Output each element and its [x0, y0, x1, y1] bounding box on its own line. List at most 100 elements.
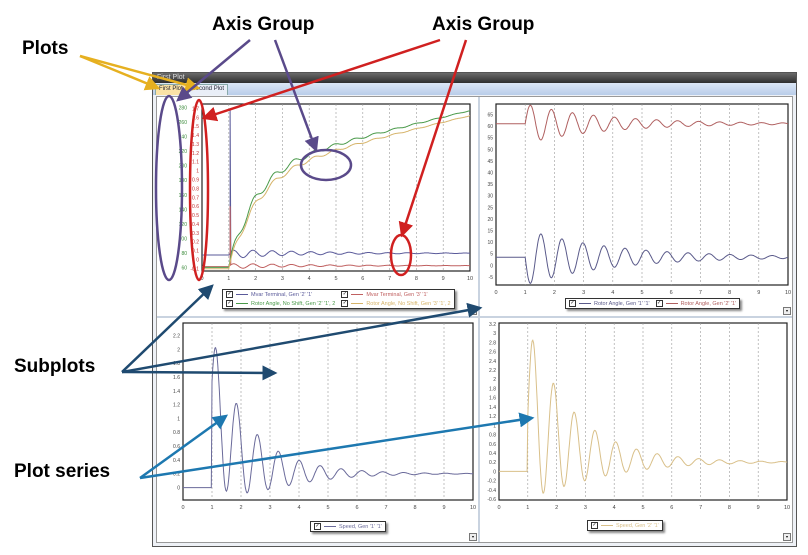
y-tick-label: 5 [490, 252, 493, 258]
y-tick-label: 1.6 [192, 115, 199, 121]
x-tick-label: 10 [785, 290, 791, 296]
legend-label: Rotor Angle, Gen '1' '1' [594, 300, 650, 307]
y-tick-label: 1.5 [192, 124, 199, 130]
series-line [496, 233, 789, 285]
series-visible-checkbox[interactable]: ✓ [314, 523, 321, 530]
series-visible-checkbox[interactable]: ✓ [226, 300, 233, 307]
y-tick-label: 1 [196, 169, 199, 175]
axis-group-1-arrows [154, 39, 353, 282]
y-tick-label: -0.2 [487, 479, 496, 485]
y-tick-label: 65 [487, 112, 493, 118]
legend-item[interactable]: ✓ Rotor Angle, Gen '1' '1' [569, 300, 650, 307]
y-tick-label: 0 [490, 263, 493, 269]
series-line [183, 346, 473, 494]
y-tick-label: 0.2 [489, 460, 496, 466]
series-visible-checkbox[interactable]: ✓ [341, 291, 349, 298]
y-tick-label: 3.2 [489, 322, 496, 328]
series-line [496, 104, 789, 141]
y-tick-label: 1.4 [192, 133, 199, 139]
legend: ✓ Speed, Gen '1' '1' [310, 521, 386, 532]
y-tick-label: 220 [179, 149, 188, 155]
series-visible-checkbox[interactable]: ✓ [591, 522, 598, 529]
legend-item[interactable]: ✓Rotor Angle, No Shift, Gen '3' '1', 2 [341, 300, 451, 307]
y-tick-label: 2.8 [489, 340, 496, 346]
subplot-menu-button[interactable]: ▾ [783, 533, 791, 541]
x-tick-label: 7 [384, 505, 387, 511]
y-tick-label: 240 [179, 135, 188, 141]
y-tick-label: 1.6 [489, 396, 496, 402]
legend: ✓Mvar Terminal, Gen '2' '1'✓Mvar Termina… [222, 289, 455, 309]
x-tick-label: 6 [670, 290, 673, 296]
series-swatch [236, 303, 248, 304]
y-tick-label: 0.1 [192, 249, 199, 255]
x-tick-label: 3 [268, 505, 271, 511]
series-swatch [601, 525, 613, 526]
y-tick-label: 0.9 [192, 178, 199, 184]
x-tick-label: 10 [470, 505, 476, 511]
x-tick-label: 10 [784, 505, 790, 511]
y-tick-label: -0.6 [487, 497, 496, 503]
y-tick-label: 2 [493, 377, 496, 383]
y-tick-label: 0 [493, 469, 496, 475]
series-swatch [351, 303, 364, 304]
legend-item[interactable]: ✓ Mvar Terminal, Gen '3' '1' [341, 291, 450, 298]
plots-label: Plots [22, 38, 69, 59]
y-tick-label: 100 [179, 236, 188, 242]
legend-item[interactable]: ✓Mvar Terminal, Gen '2' '1' [226, 291, 335, 298]
legend-label: Speed, Gen '1' '1' [339, 523, 382, 530]
subplot-splitter-vertical[interactable] [478, 97, 480, 542]
series-line [202, 110, 471, 268]
subplot-menu-button[interactable]: ▾ [469, 533, 477, 541]
y-tick-label: 80 [181, 251, 187, 257]
y-tick-label: 2 [177, 347, 180, 353]
x-tick-label: 0 [181, 505, 184, 511]
x-tick-label: 4 [611, 290, 614, 296]
y-tick-label: 0.3 [192, 231, 199, 237]
y-tick-label: 1.1 [192, 160, 199, 166]
x-tick-label: 4 [308, 276, 311, 282]
series-line [499, 339, 788, 494]
legend-item[interactable]: ✓Rotor Angle, Gen '2' '1' [655, 300, 736, 307]
y-tick-label: 0.5 [192, 213, 199, 219]
x-tick-label: 8 [728, 505, 731, 511]
x-tick-label: 0 [497, 505, 500, 511]
subplot-menu-button[interactable]: ▾ [783, 307, 791, 315]
y-tick-label: 1.2 [489, 414, 496, 420]
plot-series-arrows [139, 412, 535, 480]
series-visible-checkbox[interactable]: ✓ [341, 300, 349, 307]
legend-item[interactable]: ✓Speed, Gen '2' '1' [591, 522, 659, 529]
series-visible-checkbox[interactable]: ✓ [569, 300, 576, 307]
subplots-arrows [121, 284, 483, 381]
y-tick-label: 1 [493, 423, 496, 429]
series-swatch [324, 526, 336, 527]
y-tick-label: 2.2 [489, 368, 496, 374]
x-tick-label: 1 [210, 505, 213, 511]
y-tick-label: 1.4 [489, 405, 496, 411]
series-line [202, 206, 471, 269]
legend-item[interactable]: ✓Rotor Angle, No Shift, Gen '2' '1', 2 [226, 300, 335, 307]
x-tick-label: 3 [584, 505, 587, 511]
y-tick-label: 140 [179, 207, 188, 213]
y-tick-label: 0.6 [192, 204, 199, 210]
y-tick-label: -0.4 [487, 488, 496, 494]
series-visible-checkbox[interactable]: ✓ [226, 291, 233, 298]
axis-group-2-arrows [188, 38, 468, 282]
legend-label: Mvar Terminal, Gen '3' '1' [366, 291, 428, 298]
legend-item[interactable]: ✓ Speed, Gen '1' '1' [314, 523, 382, 530]
plot-series-label: Plot series [14, 461, 111, 482]
y-tick-label: 0.7 [192, 195, 199, 201]
x-tick-label: 4 [297, 505, 300, 511]
x-tick-label: 9 [757, 505, 760, 511]
y-tick-label: 1.8 [173, 361, 180, 367]
y-tick-label: -5 [489, 275, 494, 281]
series-visible-checkbox[interactable]: ✓ [655, 300, 663, 307]
x-tick-label: 0 [200, 276, 203, 282]
x-tick-label: 9 [442, 505, 445, 511]
axis-group-label-1: Axis Group [212, 14, 315, 35]
y-tick-label: 120 [179, 222, 188, 228]
y-tick-label: 35 [487, 182, 493, 188]
x-tick-label: 7 [699, 505, 702, 511]
